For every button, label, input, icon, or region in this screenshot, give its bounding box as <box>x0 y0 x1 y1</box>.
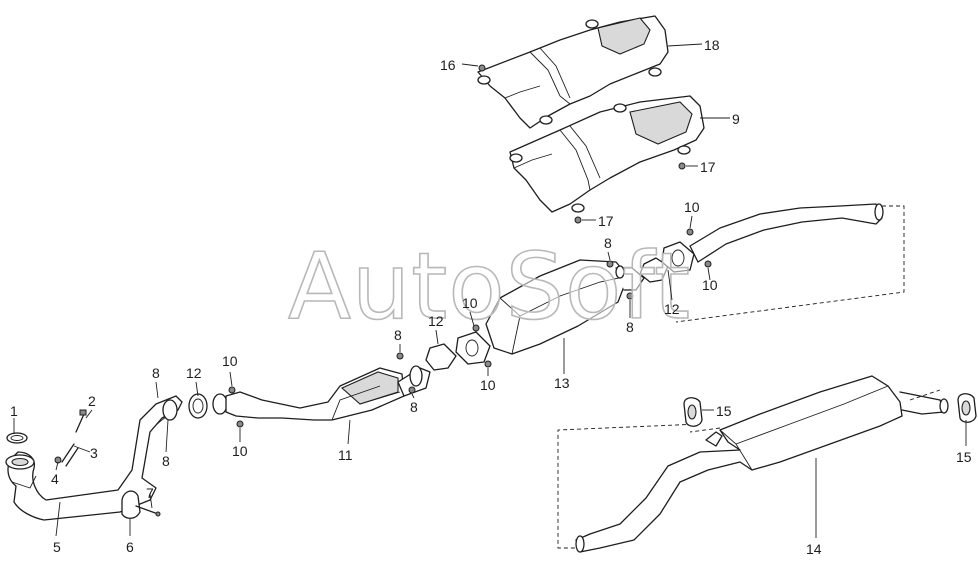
callout-4: 4 <box>51 471 59 487</box>
callout-16: 16 <box>440 57 456 73</box>
callout-13: 13 <box>554 375 570 391</box>
callout-10-b: 10 <box>232 443 248 459</box>
callout-15-a: 15 <box>716 403 732 419</box>
callout-18: 18 <box>704 37 720 53</box>
callout-8-e: 8 <box>604 235 612 251</box>
callout-8-f: 8 <box>626 319 634 335</box>
upper-heat-shield <box>477 15 669 129</box>
rear-muffler <box>557 375 949 553</box>
callout-8-d: 8 <box>410 399 418 415</box>
callout-3: 3 <box>90 445 98 461</box>
callout-11: 11 <box>338 447 353 463</box>
callout-8-a: 8 <box>152 365 160 381</box>
flange-gaskets-rear <box>639 228 712 283</box>
callout-2: 2 <box>88 393 96 409</box>
callout-9: 9 <box>732 111 740 127</box>
flange-gaskets-front <box>162 386 244 428</box>
callout-5: 5 <box>53 539 61 555</box>
pipe-clamp <box>121 490 161 519</box>
callout-6: 6 <box>126 539 134 555</box>
callout-10-c: 10 <box>462 295 478 311</box>
intermediate-pipe <box>675 203 905 323</box>
catalytic-converter <box>225 365 431 421</box>
callout-1: 1 <box>10 403 18 419</box>
heat-shield-bolts <box>478 64 686 224</box>
callout-8-c: 8 <box>394 327 402 343</box>
callout-10-f: 10 <box>702 277 718 293</box>
callout-8-b: 8 <box>162 453 170 469</box>
leader-lines <box>13 43 967 538</box>
callout-17-a: 17 <box>700 159 716 175</box>
rubber-hangers <box>683 393 977 427</box>
autosoft-watermark: AutoSoft <box>288 233 691 340</box>
ring-gasket <box>6 432 28 444</box>
callout-15-b: 15 <box>956 449 972 465</box>
callout-12-c: 12 <box>664 301 680 317</box>
callout-12-a: 12 <box>186 365 202 381</box>
callout-7: 7 <box>146 485 154 501</box>
callout-labels: 1 2 3 4 5 6 7 8 8 8 8 8 8 9 10 10 10 10 … <box>10 37 972 557</box>
center-muffler <box>485 259 645 355</box>
callout-10-a: 10 <box>222 353 238 369</box>
front-exhaust-pipe <box>5 395 183 521</box>
lower-heat-shield <box>509 95 705 213</box>
callout-10-e: 10 <box>684 199 700 215</box>
callout-10-d: 10 <box>480 377 496 393</box>
callout-14: 14 <box>806 541 822 557</box>
studs-and-nuts <box>54 409 87 467</box>
callout-17-b: 17 <box>598 213 614 229</box>
flange-gaskets-middle <box>396 324 492 394</box>
callout-12-b: 12 <box>428 313 444 329</box>
